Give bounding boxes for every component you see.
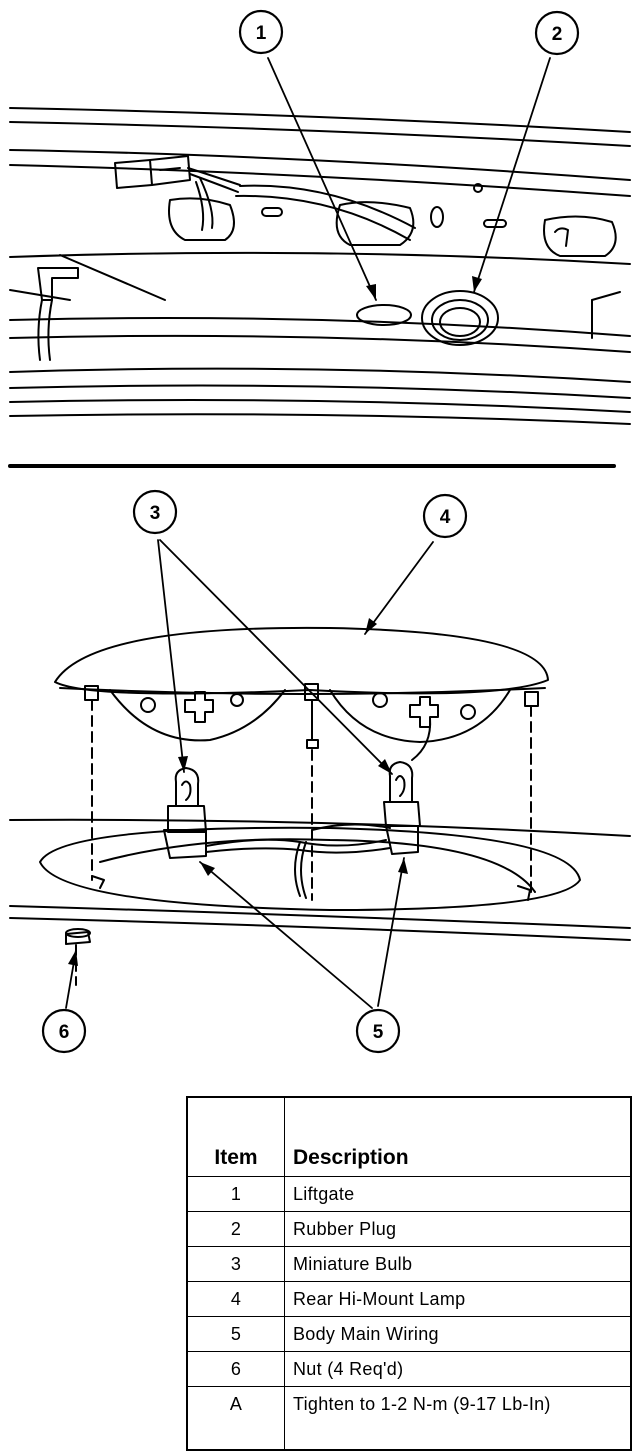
row-item: 2 — [186, 1211, 285, 1247]
row-description: Rubber Plug — [284, 1211, 632, 1247]
row-item: 3 — [186, 1246, 285, 1282]
callout-3: 3 — [132, 489, 178, 535]
table-header-row: Item Description — [186, 1096, 632, 1177]
callout-5: 5 — [355, 1008, 401, 1054]
callout-5-label: 5 — [373, 1022, 384, 1043]
row-item: 6 — [186, 1351, 285, 1387]
row-item: 4 — [186, 1281, 285, 1317]
callout-6: 6 — [41, 1008, 87, 1054]
callout-4-label: 4 — [440, 507, 451, 528]
row-description: Liftgate — [284, 1176, 632, 1212]
row-description: Tighten to 1-2 N-m (9-17 Lb-In) — [284, 1386, 632, 1451]
table-row: 1 Liftgate — [186, 1176, 632, 1212]
callout-1: 1 — [238, 9, 284, 55]
callout-2-label: 2 — [552, 24, 563, 45]
table-row: 3 Miniature Bulb — [186, 1246, 632, 1282]
table-row: 6 Nut (4 Req'd) — [186, 1351, 632, 1387]
table-row: 4 Rear Hi-Mount Lamp — [186, 1281, 632, 1317]
table-row: A Tighten to 1-2 N-m (9-17 Lb-In) — [186, 1386, 632, 1451]
callout-3-label: 3 — [150, 503, 161, 524]
row-description: Rear Hi-Mount Lamp — [284, 1281, 632, 1317]
row-item: 5 — [186, 1316, 285, 1352]
lamp-view — [9, 626, 631, 986]
row-item: 1 — [186, 1176, 285, 1212]
header-item: Item — [186, 1096, 285, 1177]
row-item: A — [186, 1386, 285, 1451]
callout-4: 4 — [422, 493, 468, 539]
callout-1-label: 1 — [256, 23, 267, 44]
table-row: 5 Body Main Wiring — [186, 1316, 632, 1352]
table-row: 2 Rubber Plug — [186, 1211, 632, 1247]
lamp-installation-diagram: 1 2 3 4 5 6 — [8, 9, 631, 1054]
liftgate-view — [9, 107, 631, 425]
leader-lines — [65, 57, 551, 1009]
callout-6-label: 6 — [59, 1022, 70, 1043]
row-description: Miniature Bulb — [284, 1246, 632, 1282]
row-description: Nut (4 Req'd) — [284, 1351, 632, 1387]
callout-2: 2 — [534, 10, 580, 56]
row-description: Body Main Wiring — [284, 1316, 632, 1352]
parts-table: Item Description 1 Liftgate 2 Rubber Plu… — [186, 1096, 632, 1451]
header-description: Description — [284, 1096, 632, 1177]
